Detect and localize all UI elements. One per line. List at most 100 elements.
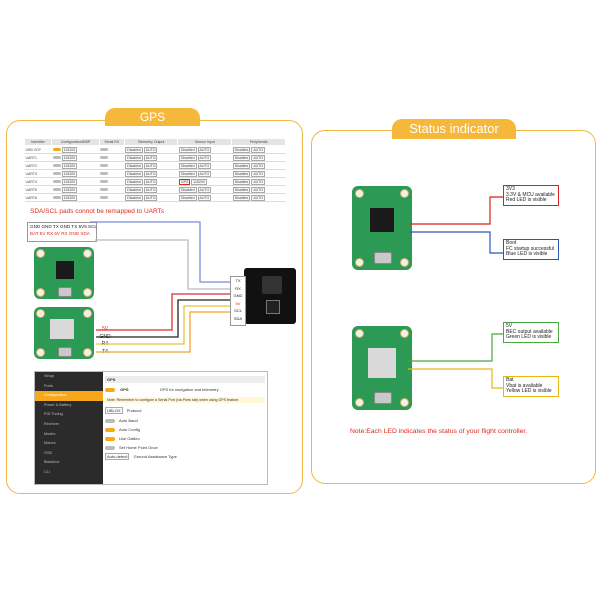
sensor-baud-select[interactable]: 115200 <box>191 178 207 185</box>
msp-toggle[interactable] <box>52 195 61 200</box>
telemetry-select[interactable]: Disabled <box>125 162 143 169</box>
port-id: UART2 <box>24 161 52 170</box>
telemetry-select[interactable]: Disabled <box>125 146 143 153</box>
peripheral-baud-select[interactable]: AUTO <box>251 146 265 153</box>
sidebar-item-pid-tuning[interactable]: PID Tuning <box>44 412 63 417</box>
sidebar-item-receiver[interactable]: Receiver <box>44 421 59 426</box>
wire-tx <box>96 311 230 353</box>
sidebar-item-setup[interactable]: Setup <box>44 374 54 378</box>
gps-option-toggle[interactable] <box>105 418 115 423</box>
sensor-baud-select[interactable]: AUTO <box>197 170 212 177</box>
ground-assist-select[interactable]: Auto-detect <box>105 453 130 460</box>
peripheral-baud-select[interactable]: AUTO <box>251 186 265 193</box>
telemetry-select[interactable]: Disabled <box>125 178 143 185</box>
sensor-baud-select[interactable]: AUTO <box>197 154 212 161</box>
green-led-line <box>408 333 503 362</box>
msp-baud-select[interactable]: 115200 <box>61 162 78 169</box>
sensor-select[interactable]: Disabled <box>178 194 197 201</box>
serial-rx-toggle[interactable] <box>100 187 109 192</box>
msp-baud-select[interactable]: 115200 <box>61 146 78 153</box>
sensor-select[interactable]: Disabled <box>178 170 197 177</box>
yellow-led-label: Bat Vbat is available Yellow LED is visi… <box>503 376 559 397</box>
peripheral-baud-select[interactable]: AUTO <box>251 154 265 161</box>
configurator-main: GPS GPS GPS for navigation and telemetry… <box>105 376 265 460</box>
msp-baud-select[interactable]: 115200 <box>61 170 78 177</box>
blue-led-line <box>410 231 503 254</box>
msp-toggle[interactable] <box>52 179 61 184</box>
port-id: USB VCP <box>24 145 52 154</box>
peripheral-select[interactable]: Disabled <box>232 186 251 193</box>
peripheral-select[interactable]: Disabled <box>232 154 251 161</box>
telemetry-baud-select[interactable]: AUTO <box>143 194 158 201</box>
sidebar-item-osd[interactable]: OSD <box>44 450 53 455</box>
sidebar-item-cli[interactable]: CLI <box>44 469 50 474</box>
blue-led-label: Boot FC startup successful Blue LED is v… <box>503 239 559 260</box>
telemetry-baud-select[interactable]: AUTO <box>143 146 158 153</box>
sensor-baud-select[interactable]: AUTO <box>197 162 212 169</box>
serial-rx-toggle[interactable] <box>100 155 109 160</box>
status-note: Note:Each LED indicates the status of yo… <box>350 428 528 435</box>
telemetry-baud-select[interactable]: AUTO <box>143 186 158 193</box>
msp-baud-select[interactable]: 115200 <box>61 154 78 161</box>
serial-rx-toggle[interactable] <box>100 163 109 168</box>
yellow-led-line <box>408 368 503 389</box>
gps-option-toggle[interactable] <box>105 427 115 432</box>
sensor-select[interactable]: GPS <box>178 178 191 185</box>
sensor-select[interactable]: Disabled <box>178 186 197 193</box>
sidebar-item-ports[interactable]: Ports <box>44 383 53 388</box>
peripheral-select[interactable]: Disabled <box>232 178 251 185</box>
protocol-row: UBLOX Protocol <box>105 407 142 414</box>
sidebar-item-motors[interactable]: Motors <box>44 441 56 446</box>
peripheral-baud-select[interactable]: AUTO <box>251 194 265 201</box>
telemetry-baud-select[interactable]: AUTO <box>143 170 158 177</box>
peripheral-select[interactable]: Disabled <box>232 146 251 153</box>
peripheral-select[interactable]: Disabled <box>232 162 251 169</box>
serial-rx-toggle[interactable] <box>100 195 109 200</box>
protocol-select[interactable]: UBLOX <box>105 407 123 414</box>
sensor-baud-select[interactable]: AUTO <box>197 194 212 201</box>
serial-rx-toggle[interactable] <box>100 179 109 184</box>
telemetry-baud-select[interactable]: AUTO <box>143 162 158 169</box>
peripheral-baud-select[interactable]: AUTO <box>251 170 265 177</box>
msp-toggle[interactable] <box>52 171 61 176</box>
sidebar-item-modes[interactable]: Modes <box>44 431 56 436</box>
sensor-select[interactable]: Disabled <box>178 146 197 153</box>
sidebar-item-configuration[interactable]: Configuration <box>35 391 103 401</box>
gps-option-row: Set Home Point Once <box>105 445 265 450</box>
mcu-chip-icon <box>56 261 74 279</box>
serial-rx-toggle[interactable] <box>100 147 109 152</box>
gps-option-toggle[interactable] <box>105 445 115 450</box>
peripheral-select[interactable]: Disabled <box>232 170 251 177</box>
msp-baud-select[interactable]: 115200 <box>61 194 78 201</box>
msp-baud-select[interactable]: 115200 <box>61 186 78 193</box>
telemetry-select[interactable]: Disabled <box>125 154 143 161</box>
telemetry-select[interactable]: Disabled <box>125 170 143 177</box>
sidebar-item-blackbox[interactable]: Blackbox <box>44 460 60 465</box>
serial-rx-toggle[interactable] <box>100 171 109 176</box>
telemetry-baud-select[interactable]: AUTO <box>143 154 158 161</box>
msp-baud-select[interactable]: 115200 <box>61 178 78 185</box>
msp-toggle[interactable] <box>52 163 61 168</box>
telemetry-select[interactable]: Disabled <box>125 186 143 193</box>
telemetry-baud-select[interactable]: AUTO <box>143 178 158 185</box>
usb-port-icon <box>374 392 392 404</box>
msp-toggle[interactable] <box>52 155 61 160</box>
peripheral-baud-select[interactable]: AUTO <box>251 178 265 185</box>
sensor-select[interactable]: Disabled <box>178 154 197 161</box>
gps-toggle[interactable] <box>105 387 115 392</box>
sensor-baud-select[interactable]: AUTO <box>197 146 212 153</box>
telemetry-select[interactable]: Disabled <box>125 194 143 201</box>
sensor-baud-select[interactable]: AUTO <box>197 186 212 193</box>
peripheral-select[interactable]: Disabled <box>232 194 251 201</box>
sensor-select[interactable]: Disabled <box>178 162 197 169</box>
msp-toggle[interactable] <box>52 147 61 152</box>
gps-option-toggle[interactable] <box>105 436 115 441</box>
msp-toggle[interactable] <box>52 187 61 192</box>
sidebar-item-power-battery[interactable]: Power & Battery <box>44 402 72 407</box>
peripheral-baud-select[interactable]: AUTO <box>251 162 265 169</box>
